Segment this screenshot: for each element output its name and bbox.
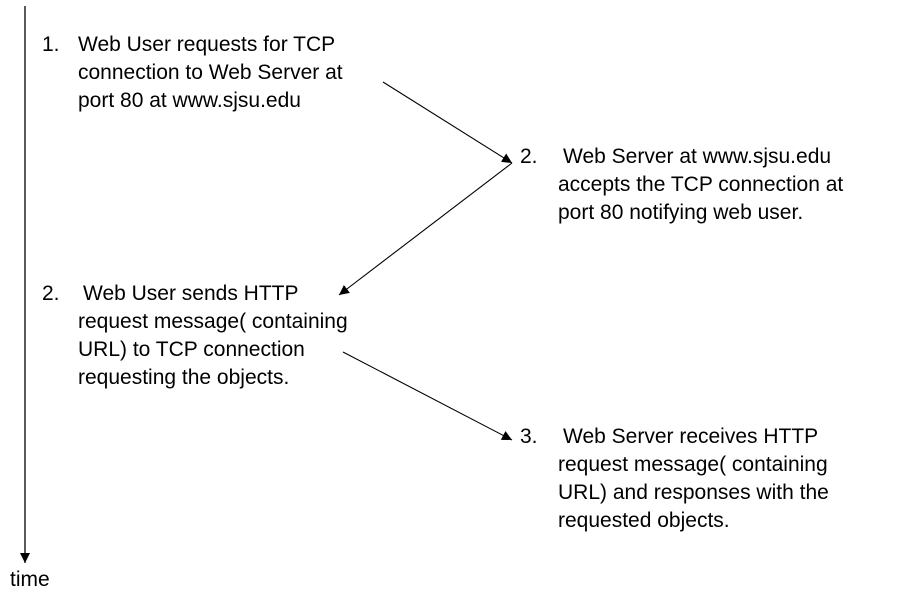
step-2-web-server-accepts: 2. Web Server at www.sjsu.edu accepts th… [520,143,843,227]
arrow-tcp-request [382,81,513,164]
step-text-line: Web Server at www.sjsu.edu [563,145,832,168]
step-text-line: requesting the objects. [78,366,290,389]
step-3-web-server-responds: 3. Web Server receives HTTP request mess… [520,423,829,535]
step-number: 1. [42,33,60,56]
step-text-line: URL) to TCP connection [78,338,305,361]
step-text-line: Web User requests for TCP [78,33,336,56]
step-text-line: URL) and responses with the [558,481,829,504]
step-text-line: requested objects. [558,509,730,532]
step-2-web-user-http-request: 2. Web User sends HTTP request message( … [42,280,348,392]
step-1-web-user-tcp-request: 1. Web User requests for TCP connection … [42,31,343,115]
step-number: 2. [520,145,538,168]
step-text-line: connection to Web Server at [78,61,343,84]
step-text-line: request message( containing [558,453,828,476]
step-text-line: Web Server receives HTTP [563,425,819,448]
step-text-line: accepts the TCP connection at [558,173,844,196]
step-text-line: port 80 notifying web user. [558,201,804,224]
arrow-http-request [342,351,513,441]
step-number: 2. [42,282,60,305]
time-axis-label: time [10,568,50,591]
step-number: 3. [520,425,538,448]
step-text-line: port 80 at www.sjsu.edu [78,89,301,112]
arrow-tcp-accept [338,162,513,296]
step-text-line: Web User sends HTTP [83,282,299,305]
step-text-line: request message( containing [78,310,348,333]
